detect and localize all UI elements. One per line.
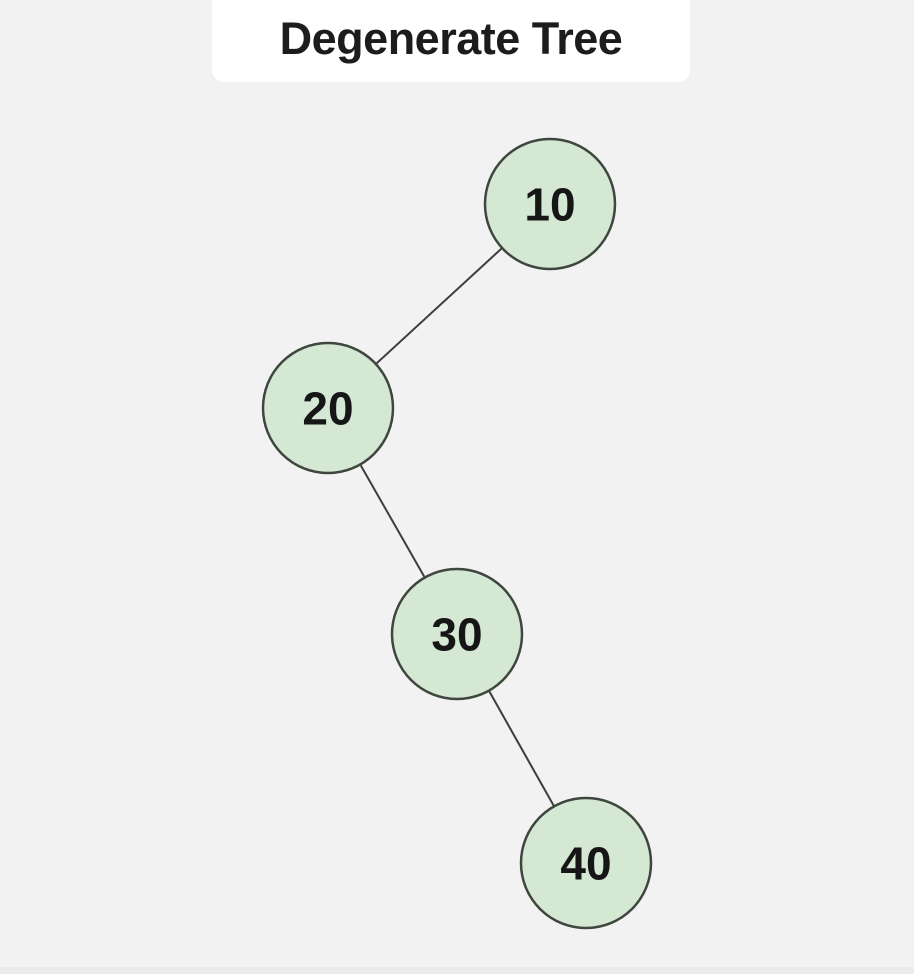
tree-node-20: 20: [261, 341, 395, 475]
bottom-edge-shade: [0, 967, 914, 974]
node-circle-30: [390, 567, 524, 701]
diagram-title: Degenerate Tree: [279, 13, 623, 64]
node-label-30: 30: [431, 609, 482, 661]
tree-node-10: 10: [483, 137, 617, 271]
node-circle-40: [519, 796, 653, 930]
node-circle-20: [261, 341, 395, 475]
title-card: Degenerate Tree: [212, 0, 690, 82]
tree-node-40: 40: [519, 796, 653, 930]
node-circle-10: [483, 137, 617, 271]
node-label-10: 10: [524, 179, 575, 231]
node-label-20: 20: [302, 383, 353, 435]
tree-node-30: 30: [390, 567, 524, 701]
node-label-40: 40: [560, 838, 611, 890]
